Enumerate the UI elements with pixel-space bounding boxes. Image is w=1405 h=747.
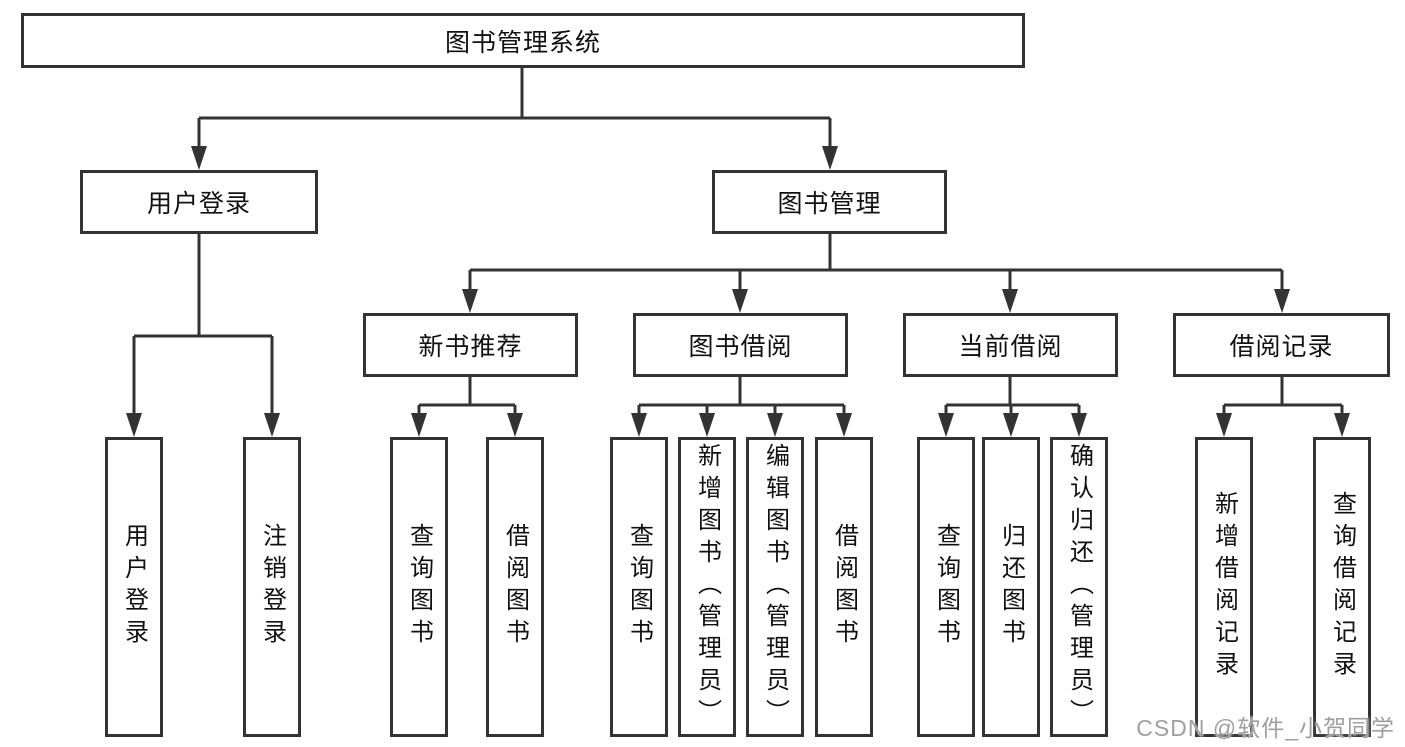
node-book-management: 图书管理 bbox=[712, 170, 947, 234]
leaf-borrow-books-recommend: 借阅图书 bbox=[486, 437, 544, 737]
leaf-query-books-recommend: 查询图书 bbox=[390, 437, 448, 737]
node-current-borrowing: 当前借阅 bbox=[903, 313, 1118, 377]
leaf-add-borrow-record: 新增借阅记录 bbox=[1195, 437, 1253, 737]
connector-book-mgmt-to-level3 bbox=[468, 234, 1284, 293]
connector-new-book-to-leaves bbox=[417, 377, 517, 417]
leaf-return-books: 归还图书 bbox=[982, 437, 1040, 737]
leaf-logout: 注销登录 bbox=[243, 437, 301, 737]
connector-current-borrow-to-leaves bbox=[944, 377, 1081, 417]
node-borrow-records: 借阅记录 bbox=[1173, 313, 1390, 377]
leaf-confirm-return-admin: 确认归还（管理员） bbox=[1050, 437, 1108, 737]
node-new-book-recommend: 新书推荐 bbox=[363, 313, 578, 377]
leaf-query-books-current: 查询图书 bbox=[917, 437, 975, 737]
watermark: CSDN @软件_小贺同学 bbox=[1136, 715, 1395, 741]
node-book-borrowing: 图书借阅 bbox=[633, 313, 848, 377]
arrowheads bbox=[126, 146, 1350, 437]
node-user-login: 用户登录 bbox=[80, 170, 318, 234]
leaf-edit-book-admin: 编辑图书（管理员） bbox=[746, 437, 804, 737]
connector-root-to-level2 bbox=[197, 68, 832, 150]
leaf-query-borrow-record: 查询借阅记录 bbox=[1313, 437, 1371, 737]
leaf-add-book-admin: 新增图书（管理员） bbox=[678, 437, 736, 737]
leaf-user-login: 用户登录 bbox=[105, 437, 163, 737]
leaf-borrow-books-borrowing: 借阅图书 bbox=[815, 437, 873, 737]
leaf-query-books-borrowing: 查询图书 bbox=[610, 437, 668, 737]
connector-user-login-to-leaves bbox=[132, 234, 274, 417]
node-library-system: 图书管理系统 bbox=[21, 13, 1025, 68]
connector-book-borrow-to-leaves bbox=[637, 377, 846, 417]
connector-borrow-record-to-leaves bbox=[1222, 377, 1344, 417]
